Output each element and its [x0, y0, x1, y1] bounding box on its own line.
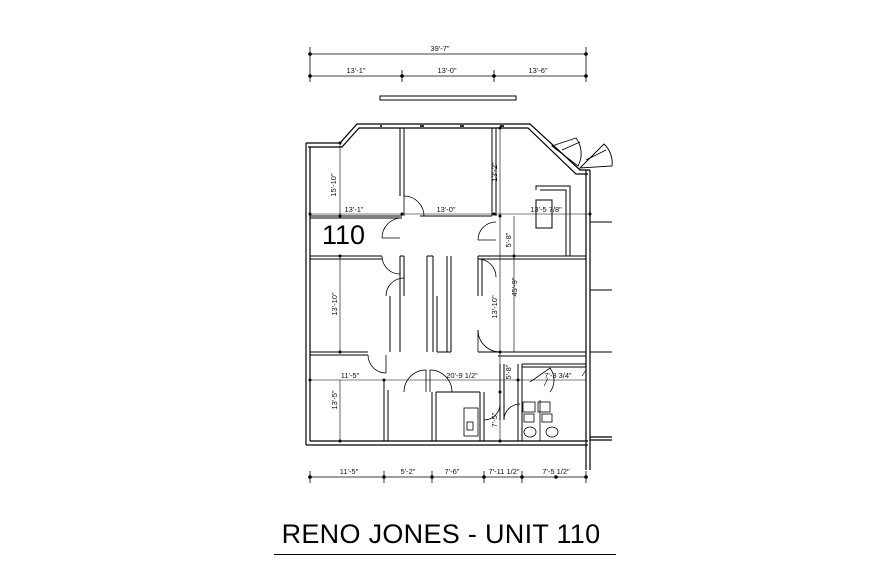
interior-walls — [310, 128, 612, 441]
unit-number: 110 — [322, 220, 365, 250]
top-dimension-ticks — [308, 52, 588, 78]
dim-room1-width: 13'-1" — [344, 205, 363, 214]
plan-title: RENO JONES - UNIT 110 — [281, 519, 601, 549]
dim-room5-depth: 13'-10" — [490, 295, 499, 319]
dim-corridor-b: 5'-8" — [504, 364, 513, 379]
dim-room1-depth: 15'-10" — [329, 173, 338, 197]
dim-bottom-2: 5'-2" — [401, 467, 416, 476]
dim-overall-depth: 45'-9" — [510, 277, 519, 296]
dim-room6-depth: 13'-5" — [330, 390, 339, 409]
corner-entry-doors — [551, 137, 613, 169]
dim-bottom-1: 11'-5" — [340, 467, 359, 476]
dim-top-mid: 13'-0" — [437, 66, 456, 75]
bottom-dimension-ticks — [308, 475, 588, 479]
dim-top-right: 13'-6" — [528, 66, 547, 75]
dim-room8-depth: 7'-5" — [490, 412, 499, 427]
dim-bottom-3: 7'-6" — [445, 467, 460, 476]
dim-room6-width: 11'-5" — [341, 371, 360, 380]
interior-dimension-lines — [310, 128, 590, 441]
dim-overall-width: 39'-7" — [430, 44, 449, 53]
title-underline — [274, 554, 616, 555]
restroom-fixtures — [463, 400, 559, 441]
dim-room3-width: 13'-5 7/8" — [530, 205, 562, 214]
door-swings — [367, 195, 555, 421]
dim-room7-width: 7'-3 3/4" — [544, 371, 572, 380]
interior-dimension-ticks — [308, 126, 592, 443]
dim-room2-width: 13'-0" — [436, 205, 455, 214]
dim-corridor-a: 5'-8" — [504, 232, 513, 247]
dim-room4-depth: 13'-10" — [330, 292, 339, 316]
exterior-walls — [305, 123, 612, 470]
dim-hall-width: 20'-9 1/2" — [446, 371, 478, 380]
dim-bottom-4: 7'-11 1/2" — [488, 467, 519, 476]
dim-bottom-5: 7'-5 1/2" — [542, 467, 570, 476]
dim-room2-depth: 13'-2" — [490, 162, 499, 181]
canopy — [379, 95, 517, 101]
dim-top-left: 13'-1" — [346, 66, 365, 75]
